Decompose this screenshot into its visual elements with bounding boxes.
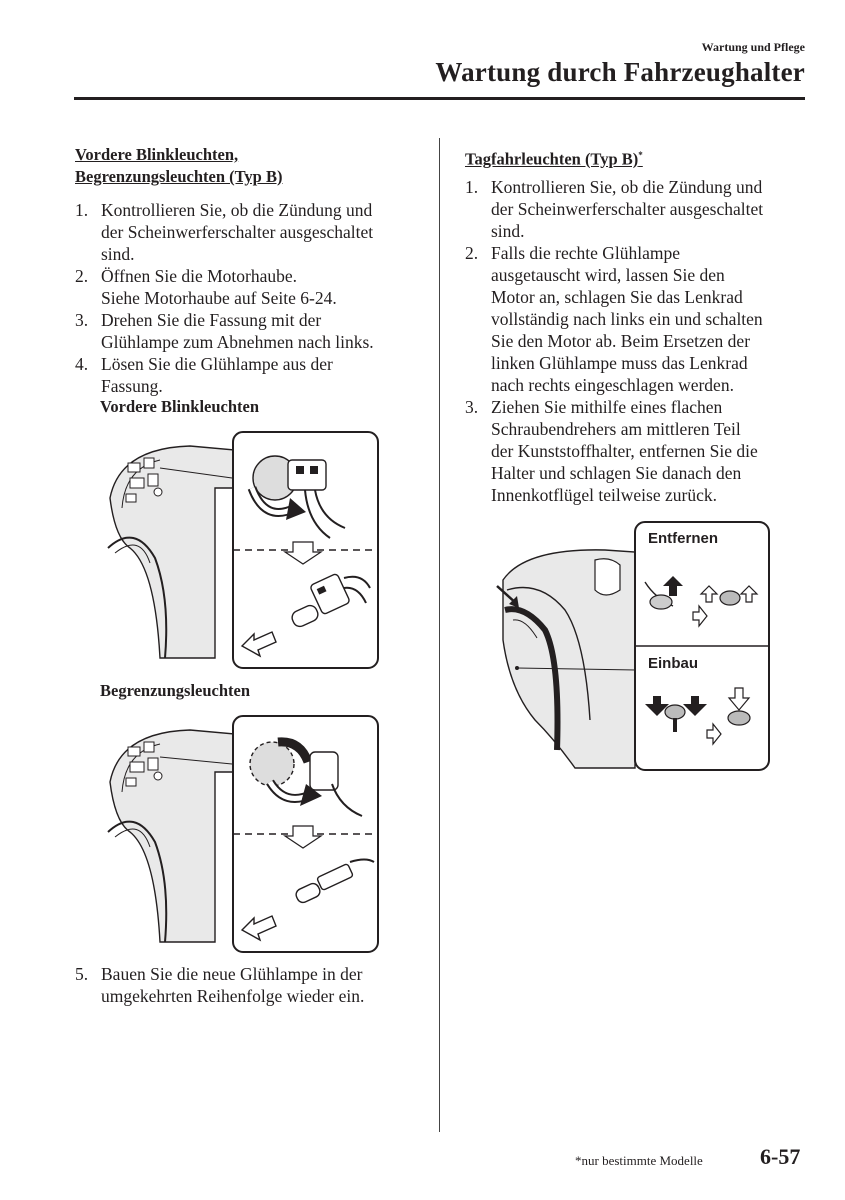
step-line: Fassung.	[101, 376, 163, 396]
figure-daytime-running-light: Entfernen Einbau	[495, 520, 775, 772]
step-line: Öffnen Sie die Motorhaube.	[101, 266, 298, 286]
turn-signal-illustration	[107, 431, 379, 669]
step-line: Schraubendrehers am mittleren Teil	[491, 419, 741, 439]
step-line: sind.	[491, 221, 525, 241]
left-final-step-list: 5. Bauen Sie die neue Glühlampe in der u…	[75, 963, 420, 1007]
label-remove: Entfernen	[648, 530, 718, 547]
figure-parking-light	[100, 712, 385, 957]
column-divider	[439, 138, 440, 1132]
step-line: sind.	[101, 244, 135, 264]
footnote: *nur bestimmte Modelle	[575, 1153, 703, 1168]
right-heading: Tagfahrleuchten (Typ B)*	[465, 144, 643, 171]
right-heading-text: Tagfahrleuchten (Typ B)	[465, 149, 639, 169]
left-step-3: 3. Drehen Sie die Fassung mit der Glühla…	[75, 309, 420, 353]
left-heading-line-2: Begrenzungsleuchten (Typ B)	[75, 167, 283, 186]
left-step-1: 1. Kontrollieren Sie, ob die Zündung und…	[75, 199, 420, 265]
left-step-4: 4. Lösen Sie die Glühlampe aus der Fassu…	[75, 353, 420, 397]
step-line: Motor an, schlagen Sie das Lenkrad	[491, 287, 743, 307]
clip-removal-illustration: Entfernen Einbau	[496, 521, 770, 771]
left-heading-line-1: Vordere Blinkleuchten,	[75, 145, 239, 164]
step-line: umgekehrten Reihenfolge wieder ein.	[101, 986, 365, 1006]
step-number: 1.	[75, 200, 89, 220]
step-line: Glühlampe zum Abnehmen nach links.	[101, 332, 374, 352]
step-line: Sie den Motor ab. Beim Ersetzen der	[491, 331, 751, 351]
label-install: Einbau	[648, 655, 698, 672]
step-line: Siehe Motorhaube auf Seite 6-24.	[101, 288, 337, 308]
step-line: nach rechts eingeschlagen werden.	[491, 375, 734, 395]
right-step-3: 3. Ziehen Sie mithilfe eines flachen Sch…	[465, 396, 810, 506]
step-line: der Scheinwerferschalter ausgeschaltet	[491, 199, 764, 219]
step-number: 2.	[75, 266, 89, 286]
step-line: der Kunststoffhalter, entfernen Sie die	[491, 441, 758, 461]
step-line: Falls die rechte Glühlampe	[491, 243, 681, 263]
step-line: Lösen Sie die Glühlampe aus der	[101, 354, 333, 374]
step-line: vollständig nach links ein und schalten	[491, 309, 763, 329]
step-number: 2.	[465, 243, 479, 263]
left-heading: Vordere Blinkleuchten, Begrenzungsleucht…	[75, 144, 282, 188]
step-line: linken Glühlampe muss das Lenkrad	[491, 353, 748, 373]
step-number: 4.	[75, 354, 89, 374]
step-line: Kontrollieren Sie, ob die Zündung und	[101, 200, 373, 220]
right-step-2: 2. Falls die rechte Glühlampe ausgetausc…	[465, 242, 810, 396]
right-steps-list: 1. Kontrollieren Sie, ob die Zündung und…	[465, 176, 810, 506]
step-line: Ziehen Sie mithilfe eines flachen	[491, 397, 723, 417]
left-step-5: 5. Bauen Sie die neue Glühlampe in der u…	[75, 963, 420, 1007]
header-rule	[74, 97, 805, 100]
section-title: Wartung und Pflege	[701, 40, 805, 54]
step-line: der Scheinwerferschalter ausgeschaltet	[101, 222, 374, 242]
caption-parking-light: Begrenzungsleuchten	[100, 681, 251, 700]
caption-front-turn-signal: Vordere Blinkleuchten	[100, 397, 260, 416]
step-line: Drehen Sie die Fassung mit der	[101, 310, 322, 330]
right-step-1: 1. Kontrollieren Sie, ob die Zündung und…	[465, 176, 810, 242]
parking-light-illustration	[107, 715, 379, 953]
step-number: 1.	[465, 177, 479, 197]
step-line: Innenkotflügel teilweise zurück.	[491, 485, 717, 505]
step-line: Bauen Sie die neue Glühlampe in der	[101, 964, 363, 984]
page-number: 6-57	[760, 1144, 801, 1169]
step-number: 3.	[465, 397, 479, 417]
step-line: Kontrollieren Sie, ob die Zündung und	[491, 177, 763, 197]
left-step-2: 2. Öffnen Sie die Motorhaube. Siehe Moto…	[75, 265, 420, 309]
step-line: ausgetauscht wird, lassen Sie den	[491, 265, 725, 285]
left-steps-list: 1. Kontrollieren Sie, ob die Zündung und…	[75, 199, 420, 397]
figure-front-turn-signal	[100, 428, 385, 673]
step-number: 5.	[75, 964, 89, 984]
page-title: Wartung durch Fahrzeughalter	[435, 57, 805, 87]
model-footnote-mark: *	[638, 150, 643, 160]
step-line: Halter und schlagen Sie danach den	[491, 463, 742, 483]
step-number: 3.	[75, 310, 89, 330]
